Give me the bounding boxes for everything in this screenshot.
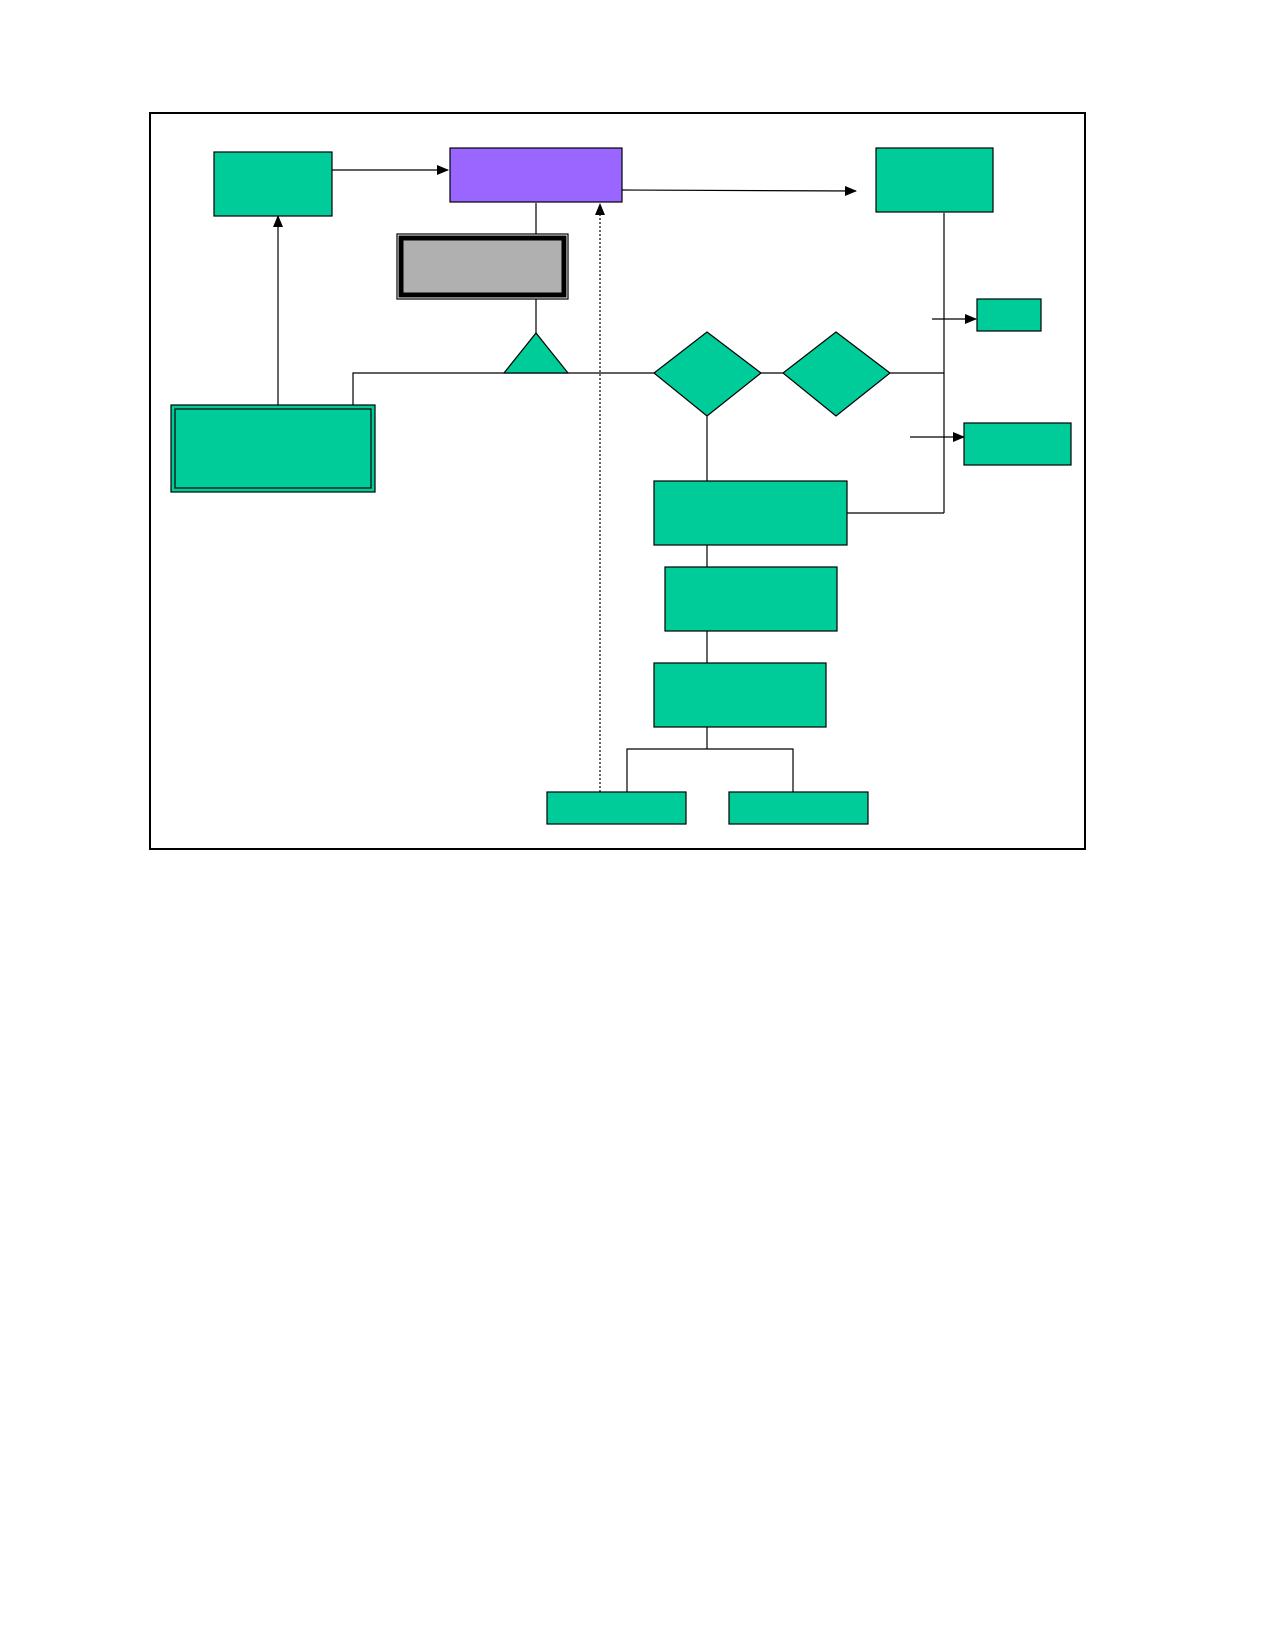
chain-box-3 bbox=[653, 662, 827, 728]
small-right-box-upper bbox=[976, 298, 1042, 332]
small-right-box-lower bbox=[963, 422, 1072, 466]
diagram-frame bbox=[149, 112, 1086, 850]
diamond-left bbox=[653, 331, 762, 417]
edge-leftbox-to-diamond bbox=[352, 372, 654, 405]
central-purple-box bbox=[449, 147, 623, 203]
gray-double-border-box bbox=[396, 233, 569, 300]
edge-bottom-branch bbox=[626, 748, 794, 792]
top-right-box bbox=[875, 147, 994, 213]
chain-box-2 bbox=[664, 566, 838, 632]
bottom-box-left bbox=[546, 791, 687, 825]
edge-purple-to-topright bbox=[621, 185, 857, 196]
diamond-right bbox=[782, 331, 891, 417]
top-left-box bbox=[213, 151, 333, 217]
left-double-border-box bbox=[170, 404, 376, 493]
triangle-node bbox=[502, 332, 570, 374]
chain-box-1 bbox=[653, 480, 848, 546]
bottom-box-right bbox=[728, 791, 869, 825]
